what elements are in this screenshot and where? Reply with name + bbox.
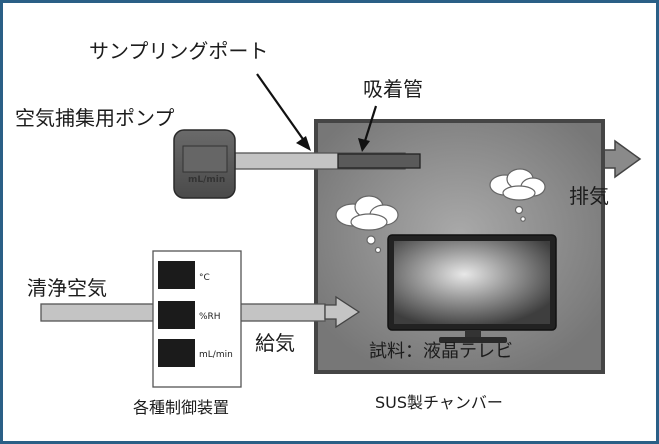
adsorption-tube-label: 吸着管 (363, 77, 423, 101)
temperature-display (158, 261, 195, 289)
humidity-unit: %RH (199, 312, 221, 322)
diagram-graphics (40, 73, 642, 388)
emission-cloud-left (335, 195, 399, 254)
emission-cloud-right (489, 168, 546, 222)
lcd-tv-stand (439, 337, 507, 343)
sample-label: 試料：液晶テレビ (369, 341, 513, 362)
clean-air-label: 清浄空気 (27, 276, 107, 300)
flow-unit: mL/min (199, 350, 233, 360)
adsorption-tube-leader (363, 105, 378, 142)
supply-air-arrow (324, 295, 361, 329)
flow-display (158, 339, 195, 367)
sampling-port-leader-head (296, 136, 311, 151)
temperature-unit: °C (199, 273, 210, 283)
air-pump-label: 空気捕集用ポンプ (15, 106, 175, 130)
pump-unit-label: mL/min (188, 175, 226, 185)
lcd-tv-neck (465, 330, 481, 338)
controls-label: 各種制御装置 (133, 398, 230, 417)
sampling-port-leader (256, 73, 306, 143)
lcd-tv-screen (394, 241, 550, 324)
chamber-label: SUS製チャンバー (375, 393, 503, 412)
humidity-display (158, 301, 195, 329)
supply-air-label: 給気 (255, 331, 295, 355)
adsorption-tube-leader-head (358, 138, 370, 152)
exhaust-label: 排気 (569, 184, 609, 208)
pump-display (182, 145, 228, 173)
sampling-port-label: サンプリングポート (89, 39, 269, 63)
adsorption-tube (337, 153, 421, 169)
